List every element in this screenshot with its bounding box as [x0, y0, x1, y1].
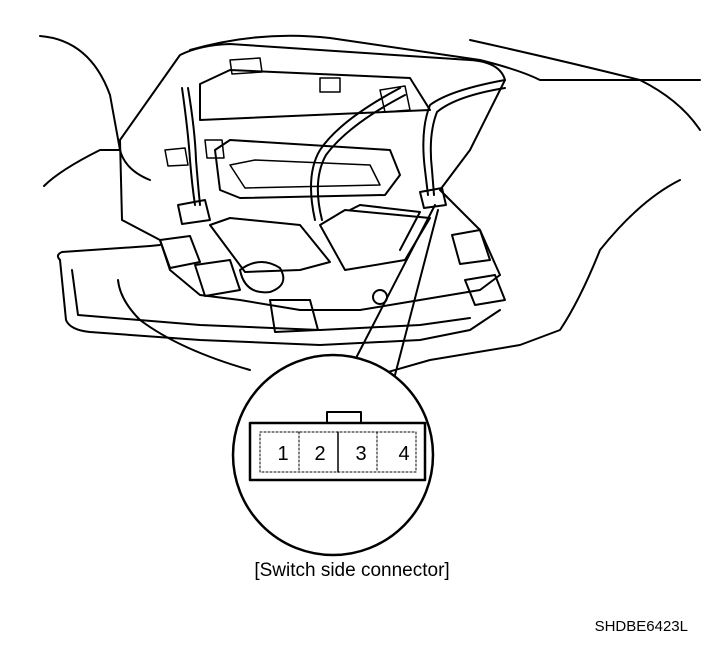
harness-connector-plug — [177, 187, 447, 225]
mounting-clips — [164, 57, 411, 167]
callout-leader — [354, 204, 439, 376]
switch-side-connector: 1 2 3 4 — [248, 411, 427, 482]
console-recesses — [159, 69, 506, 333]
callout-circle — [231, 353, 435, 557]
roof-headliner — [39, 34, 701, 381]
figure-caption: [Switch side connector] — [254, 560, 450, 581]
wiring-harness — [181, 79, 506, 221]
pin-1-label: 1 — [277, 443, 288, 465]
pin-2-label: 2 — [314, 443, 325, 465]
figure-reference-code: SHDBE6423L — [594, 618, 688, 635]
pin-4-label: 4 — [398, 443, 409, 465]
connector-body — [248, 421, 427, 482]
pin-3-label: 3 — [355, 443, 366, 465]
